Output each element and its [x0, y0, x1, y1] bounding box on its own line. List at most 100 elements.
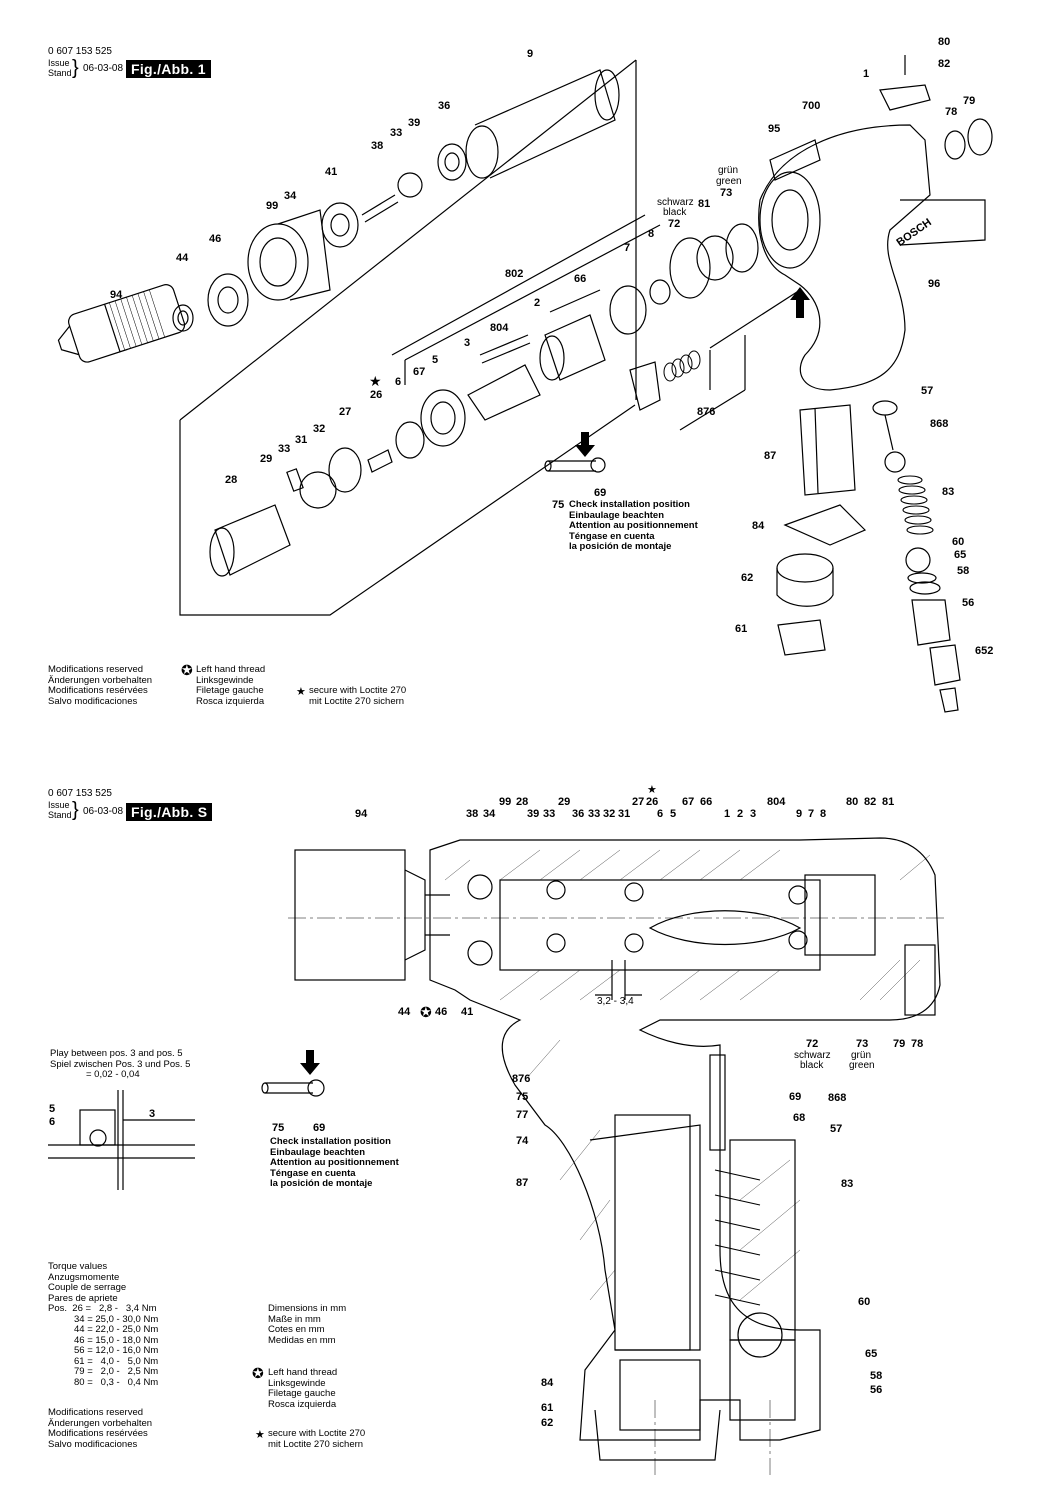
- callout: 33: [588, 808, 601, 820]
- callout: 67: [413, 366, 426, 378]
- callout: 82: [938, 58, 951, 70]
- torque-values: Torque values Anzugsmomente Couple de se…: [48, 1261, 159, 1388]
- callout: 652: [975, 645, 994, 657]
- callout: 7: [624, 242, 631, 254]
- callout: 31: [618, 808, 631, 820]
- callout: 94: [355, 808, 368, 820]
- callout: 5: [49, 1103, 56, 1115]
- callout: 41: [461, 1006, 474, 1018]
- loctite-note: secure with Loctite 270 mit Loctite 270 …: [309, 685, 407, 707]
- callout: 79: [893, 1038, 906, 1050]
- callout: 65: [954, 549, 967, 561]
- callout: 868: [828, 1092, 847, 1104]
- callout: 84: [752, 520, 765, 532]
- callout: 5: [432, 354, 439, 366]
- callout: 8: [648, 228, 655, 240]
- color-label: green: [849, 1060, 875, 1071]
- callout: 9: [527, 48, 534, 60]
- callout: 3: [750, 808, 757, 820]
- callout: 95: [768, 123, 781, 135]
- callout: 73: [720, 187, 733, 199]
- callout: 26: [646, 796, 659, 808]
- callout: 69: [313, 1122, 326, 1134]
- gap-dimension: 3,2 - 3,4: [597, 996, 634, 1007]
- callout: 28: [225, 474, 238, 486]
- callout: 81: [882, 796, 895, 808]
- callout: 46: [435, 1006, 448, 1018]
- callout: 6: [49, 1116, 56, 1128]
- figure-title: Fig./Abb. 1: [126, 60, 211, 78]
- issue-label: Issue: [48, 58, 70, 68]
- callout: 29: [558, 796, 571, 808]
- callout: 62: [541, 1417, 554, 1429]
- callout: 68: [793, 1112, 806, 1124]
- callout: 36: [438, 100, 451, 112]
- callout: 804: [490, 322, 509, 334]
- callout: 7: [808, 808, 815, 820]
- callout: 1: [724, 808, 731, 820]
- callout: 69: [789, 1091, 802, 1103]
- callout: 3: [149, 1108, 156, 1120]
- callout: 3: [464, 337, 471, 349]
- check-installation-note: Check installation position Einbaulage b…: [270, 1136, 399, 1189]
- callout: 99: [266, 200, 279, 212]
- callout: 57: [921, 385, 934, 397]
- callout: 802: [505, 268, 524, 280]
- callout: 66: [574, 273, 587, 285]
- modifications-note: Modifications reserved Änderungen vorbeh…: [48, 1407, 153, 1450]
- callout: 39: [408, 117, 421, 129]
- color-label: grün: [718, 165, 739, 176]
- brace-icon: }: [72, 799, 79, 821]
- callout: 38: [371, 140, 384, 152]
- callout: 75: [552, 499, 565, 511]
- callout: 66: [700, 796, 713, 808]
- issue-date: 06-03-08: [83, 806, 124, 817]
- callout: 26: [370, 389, 383, 401]
- callout: 804: [767, 796, 786, 808]
- part-number: 0 607 153 525: [48, 46, 112, 57]
- callout: 75: [516, 1091, 529, 1103]
- callout: 32: [603, 808, 616, 820]
- callout: 29: [260, 453, 273, 465]
- callout: 61: [541, 1402, 554, 1414]
- callout: 39: [527, 808, 540, 820]
- callout: 65: [865, 1348, 878, 1360]
- callout: 87: [764, 450, 777, 462]
- dimensions-note: Dimensions in mm Maße in mm Cotes en mm …: [268, 1303, 347, 1346]
- stand-label: Stand: [48, 68, 72, 78]
- callout: 28: [516, 796, 529, 808]
- callout: 876: [512, 1073, 531, 1085]
- callout: 99: [499, 796, 512, 808]
- color-label: green: [716, 176, 742, 187]
- callout: 38: [466, 808, 479, 820]
- play-note: Play between pos. 3 and pos. 5 Spiel zwi…: [50, 1048, 191, 1080]
- left-hand-thread-icon: ✪: [252, 1365, 264, 1381]
- callout: 27: [632, 796, 645, 808]
- callout: 31: [295, 434, 308, 446]
- callout: 36: [572, 808, 585, 820]
- callout: 72: [668, 218, 681, 230]
- callout: 83: [942, 486, 955, 498]
- color-label: black: [800, 1060, 824, 1071]
- callout: 32: [313, 423, 326, 435]
- callout: 80: [938, 36, 951, 48]
- callout: 72: [806, 1038, 819, 1050]
- callout: 34: [483, 808, 496, 820]
- callout: 69: [594, 487, 607, 499]
- callout: 9: [796, 808, 803, 820]
- callout: 74: [516, 1135, 529, 1147]
- callout: 700: [802, 100, 821, 112]
- callout: 62: [741, 572, 754, 584]
- callout: 78: [911, 1038, 924, 1050]
- callout: 77: [516, 1109, 529, 1121]
- callout: 2: [737, 808, 744, 820]
- callout: 868: [930, 418, 949, 430]
- left-hand-thread-note: Left hand thread Linksgewinde Filetage g…: [268, 1367, 338, 1410]
- issue-date: 06-03-08: [83, 63, 124, 74]
- loctite-star-icon: ★: [647, 784, 657, 796]
- callout: 61: [735, 623, 748, 635]
- color-label: schwarz: [657, 197, 694, 208]
- callout: 78: [945, 106, 958, 118]
- callout: 56: [962, 597, 975, 609]
